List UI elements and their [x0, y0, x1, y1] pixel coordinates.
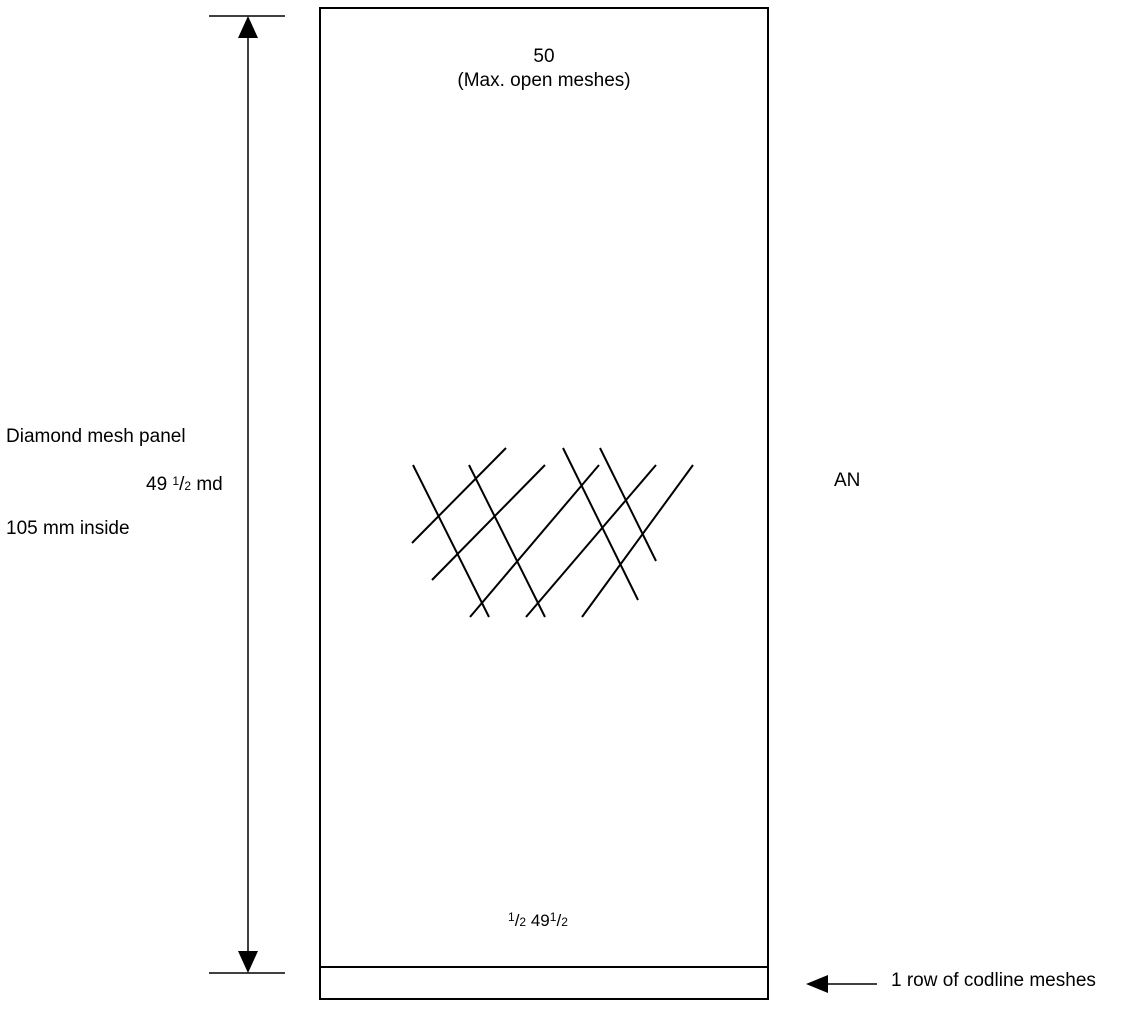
mesh-depth-frac-num: 1: [172, 474, 180, 488]
mesh-line: [581, 464, 694, 618]
mesh-line: [562, 447, 639, 601]
mesh-line: [431, 464, 546, 581]
mesh-depth-label: 49 1/2 md: [146, 474, 223, 495]
mesh-line: [412, 464, 490, 618]
mesh-line: [469, 464, 600, 618]
bottom-trail-den: 2: [561, 915, 568, 929]
mesh-depth-frac-den: 2: [184, 479, 192, 493]
bottom-trail-num: 1: [549, 910, 557, 924]
side-orientation-label: AN: [834, 470, 861, 491]
bottom-mesh-count-label: 1/2 491/2: [508, 910, 568, 930]
mesh-size-label: 105 mm inside: [6, 518, 130, 539]
dimension-arrowhead-bottom: [238, 951, 258, 973]
bottom-whole: 49: [530, 911, 550, 930]
mesh-depth-whole: 49: [146, 474, 168, 495]
bottom-frac-den: 2: [519, 915, 527, 929]
max-open-meshes-note: (Max. open meshes): [457, 70, 631, 91]
panel-name-label: Diamond mesh panel: [6, 426, 186, 447]
mesh-line: [525, 464, 657, 618]
codline-row-label: 1 row of codline meshes: [891, 970, 1096, 991]
mesh-line: [411, 447, 507, 544]
codline-arrow-head: [806, 975, 828, 993]
mesh-line: [468, 464, 546, 618]
bottom-frac-num: 1: [508, 910, 515, 924]
panel-outline: [319, 7, 769, 1000]
max-open-meshes-count: 50: [533, 46, 555, 67]
mesh-line: [599, 447, 657, 562]
dimension-arrowhead-top: [238, 16, 258, 38]
mesh-depth-unit: md: [196, 474, 223, 495]
mesh-sketch: [411, 447, 694, 618]
